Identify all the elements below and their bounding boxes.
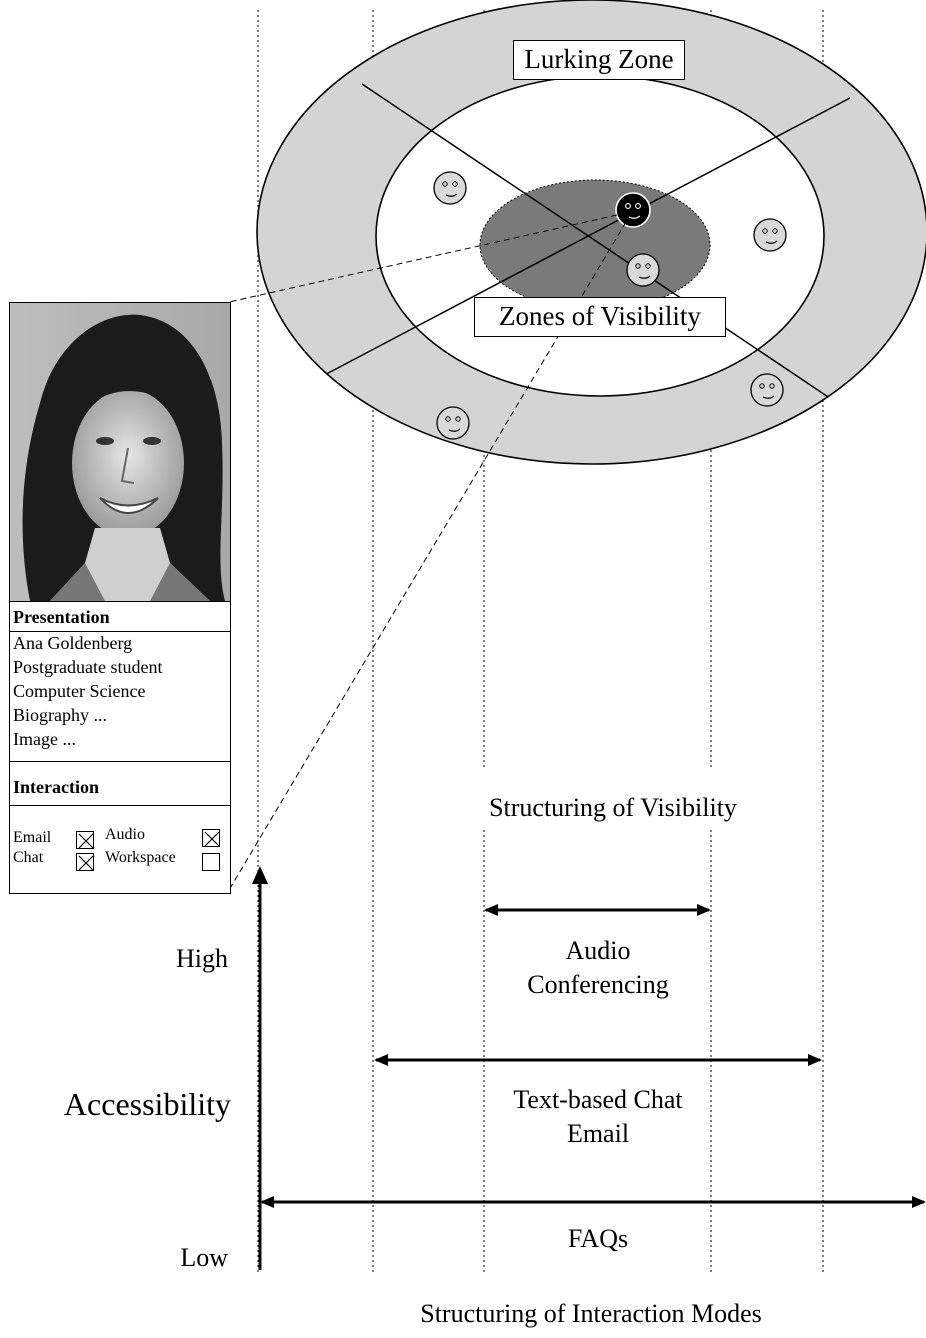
email-checkbox[interactable] <box>76 831 94 849</box>
core-visibility-zone <box>479 179 711 311</box>
chat-option-label: Chat <box>13 849 44 866</box>
projection-line <box>228 214 618 303</box>
sector-line <box>361 83 856 416</box>
chat-checkbox[interactable] <box>76 853 94 871</box>
workspace-checkbox[interactable] <box>202 853 220 871</box>
lurking-zone-label: Lurking Zone <box>513 40 685 80</box>
profile-role: Postgraduate student <box>13 657 163 677</box>
profile-department: Computer Science <box>13 681 146 701</box>
chat-label-line2: Email <box>567 1119 629 1148</box>
presentation-heading: Presentation <box>13 607 110 627</box>
profile-image-link[interactable]: Image ... <box>13 729 76 749</box>
profile-photo <box>10 303 230 602</box>
chat-label-line1: Text-based Chat <box>513 1085 683 1114</box>
email-option-label: Email <box>13 829 52 846</box>
profile-biography-link[interactable]: Biography ... <box>13 705 107 725</box>
audio-checkbox[interactable] <box>202 829 220 847</box>
face-icon <box>626 253 660 287</box>
interaction-modes-title: Structuring of Interaction Modes <box>420 1299 762 1328</box>
highlighted-face-icon <box>615 192 651 228</box>
axis-title: Accessibility <box>64 1086 231 1122</box>
face-icon <box>433 171 467 205</box>
visibility-section-title: Structuring of Visibility <box>489 793 737 822</box>
sector-line <box>314 97 851 381</box>
faq-label: FAQs <box>568 1224 628 1253</box>
interaction-heading: Interaction <box>13 777 99 797</box>
axis-arrowhead <box>252 866 268 884</box>
face-icon <box>750 373 784 407</box>
audio-label-line1: Audio <box>566 936 631 965</box>
face-icon <box>436 406 470 440</box>
profile-card: Presentation Ana Goldenberg Postgraduate… <box>9 302 231 894</box>
workspace-option-label: Workspace <box>105 849 176 866</box>
profile-name: Ana Goldenberg <box>13 633 133 653</box>
audio-label-line2: Conferencing <box>527 970 669 999</box>
audio-option-label: Audio <box>105 826 145 843</box>
face-icon <box>753 218 787 252</box>
visibility-zone-label: Zones of Visibility <box>474 297 726 337</box>
axis-low-label: Low <box>180 1243 228 1272</box>
axis-high-label: High <box>176 944 228 973</box>
